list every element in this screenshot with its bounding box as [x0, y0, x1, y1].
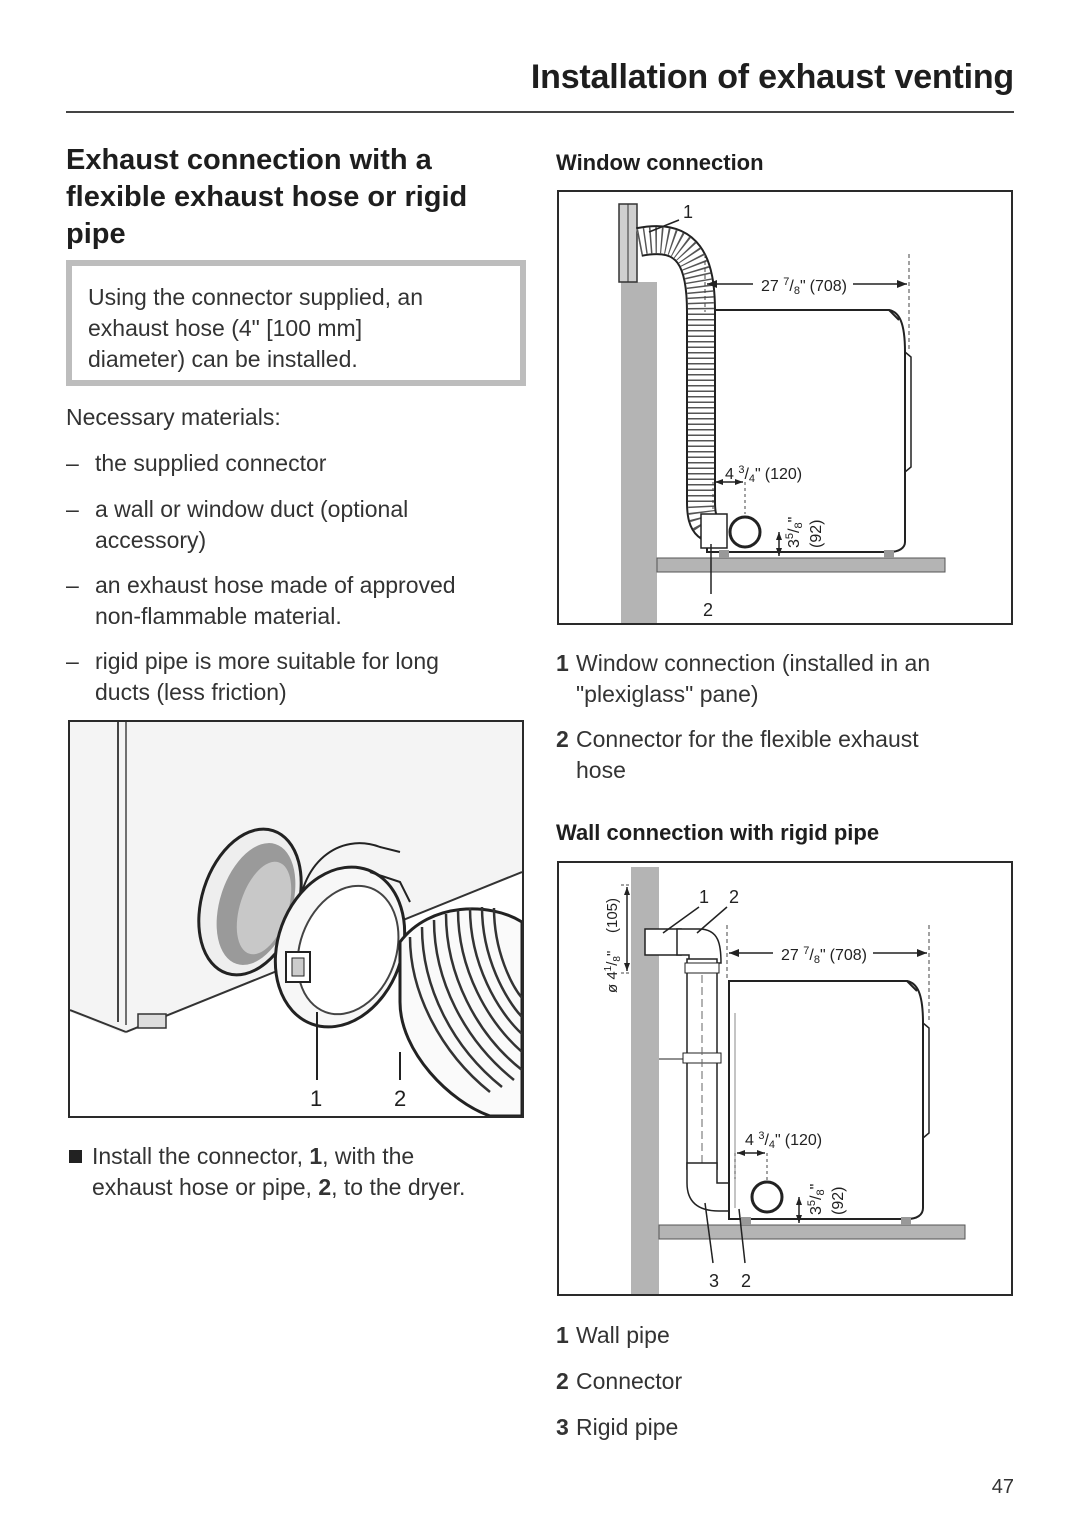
- instruction-text: Install the connector,: [92, 1143, 310, 1169]
- dash-marker: –: [66, 496, 79, 522]
- callout-1: 1: [310, 1086, 322, 1111]
- instruction-ref: 1: [309, 1143, 323, 1169]
- dash-marker: –: [66, 450, 79, 476]
- legend-item: 3 Rigid pipe: [556, 1412, 1006, 1443]
- note-line: Using the connector supplied, an: [88, 284, 423, 310]
- callout-3: 3: [709, 1271, 719, 1291]
- instruction-text: , to the dryer.: [331, 1174, 466, 1200]
- dim-width-label: 27 7/8"(708): [761, 276, 847, 297]
- window-connection-diagram: 27 7/8"(708) 4 3/4"(120) 35/8" (92) 1 2: [557, 190, 1013, 625]
- window-connection-heading: Window connection: [556, 150, 764, 175]
- note-line: exhaust hose (4" [100 mm]: [88, 315, 363, 341]
- legend-item: 1 Wall pipe: [556, 1320, 1006, 1351]
- list-item-text: an exhaust hose made of approved: [95, 572, 456, 598]
- callout-2: 2: [394, 1086, 406, 1111]
- wall-connection-drawing: ø 41/8" (105) 27 7/8"(708): [603, 867, 966, 1294]
- instruction-line: exhaust hose or pipe, 2, to the dryer.: [92, 1172, 526, 1203]
- callout-2: 2: [729, 887, 739, 907]
- callout-1: 1: [683, 202, 693, 222]
- bullet-square-icon: [69, 1150, 82, 1163]
- legend-item: 1 Window connection (installed in an "pl…: [556, 648, 1006, 710]
- list-item-text: ducts (less friction): [95, 679, 287, 705]
- dim-width-label: 27 7/8"(708): [781, 945, 867, 966]
- note-box: Using the connector supplied, an exhaust…: [66, 260, 526, 386]
- materials-list-item: – an exhaust hose made of approved non-f…: [66, 570, 516, 632]
- legend-number: 1: [556, 650, 569, 676]
- legend-text: hose: [576, 757, 626, 783]
- materials-list-item: – the supplied connector: [66, 448, 516, 479]
- list-item-text: a wall or window duct (optional: [95, 496, 409, 522]
- section-title-line: flexible exhaust hose or rigid: [66, 181, 468, 213]
- wall-connection-diagram: ø 41/8" (105) 27 7/8"(708): [557, 861, 1013, 1296]
- note-line: diameter) can be installed.: [88, 346, 358, 372]
- materials-list-item: – a wall or window duct (optional access…: [66, 494, 516, 556]
- dim-height-mm: (92): [830, 1187, 847, 1215]
- dash-marker: –: [66, 572, 79, 598]
- materials-list-item: – rigid pipe is more suitable for long d…: [66, 646, 516, 708]
- list-item-text: non-flammable material.: [95, 603, 342, 629]
- dim-diameter-mm: (105): [604, 898, 621, 933]
- legend-text: "plexiglass" pane): [576, 681, 759, 707]
- list-item-text: the supplied connector: [95, 450, 327, 476]
- callout-2-bottom: 2: [741, 1271, 751, 1291]
- header-rule: [66, 111, 1014, 113]
- legend-text: Rigid pipe: [576, 1414, 679, 1440]
- instruction-ref: 2: [318, 1174, 332, 1200]
- dim-height-label: 35/8": [806, 1184, 827, 1215]
- callout-2: 2: [703, 600, 713, 620]
- legend-number: 2: [556, 726, 569, 752]
- connector-illustration-drawing: 1 2: [69, 722, 524, 1118]
- list-item-text: accessory): [95, 527, 207, 553]
- page-number: 47: [991, 1476, 1014, 1498]
- legend-number: 2: [556, 1368, 569, 1394]
- instruction-text: , with the: [322, 1143, 415, 1169]
- materials-heading: Necessary materials:: [66, 404, 281, 430]
- instruction-line: Install the connector, 1, with the: [92, 1141, 526, 1172]
- instruction-step: Install the connector, 1, with the exhau…: [66, 1141, 526, 1203]
- connector-illustration: 1 2: [68, 720, 524, 1118]
- instruction-text: exhaust hose or pipe,: [92, 1174, 319, 1200]
- legend-number: 3: [556, 1414, 569, 1440]
- dim-offset-label: 4 3/4"(120): [745, 1130, 822, 1151]
- dim-height-label: 35/8": [784, 517, 805, 548]
- section-title: Exhaust connection with a flexible exhau…: [66, 142, 516, 253]
- legend-item: 2 Connector: [556, 1366, 1006, 1397]
- list-item-text: rigid pipe is more suitable for long: [95, 648, 439, 674]
- legend-text: Window connection (installed in an: [576, 650, 931, 676]
- section-title-line: Exhaust connection with a: [66, 144, 432, 176]
- legend-text: Wall pipe: [576, 1322, 670, 1348]
- dim-diameter-label: ø 41/8": [603, 951, 623, 993]
- legend-text: Connector for the flexible exhaust: [576, 726, 919, 752]
- dash-marker: –: [66, 648, 79, 674]
- page-header-title: Installation of exhaust venting: [530, 58, 1014, 96]
- window-connection-drawing: 27 7/8"(708) 4 3/4"(120) 35/8" (92) 1 2: [618, 202, 946, 623]
- callout-1: 1: [699, 887, 709, 907]
- section-title-line: pipe: [66, 218, 126, 250]
- legend-number: 1: [556, 1322, 569, 1348]
- dim-height-mm: (92): [808, 520, 825, 548]
- legend-item: 2 Connector for the flexible exhaust hos…: [556, 724, 1006, 786]
- wall-connection-heading: Wall connection with rigid pipe: [556, 820, 880, 845]
- legend-text: Connector: [576, 1368, 683, 1394]
- dim-offset-label: 4 3/4"(120): [725, 464, 802, 485]
